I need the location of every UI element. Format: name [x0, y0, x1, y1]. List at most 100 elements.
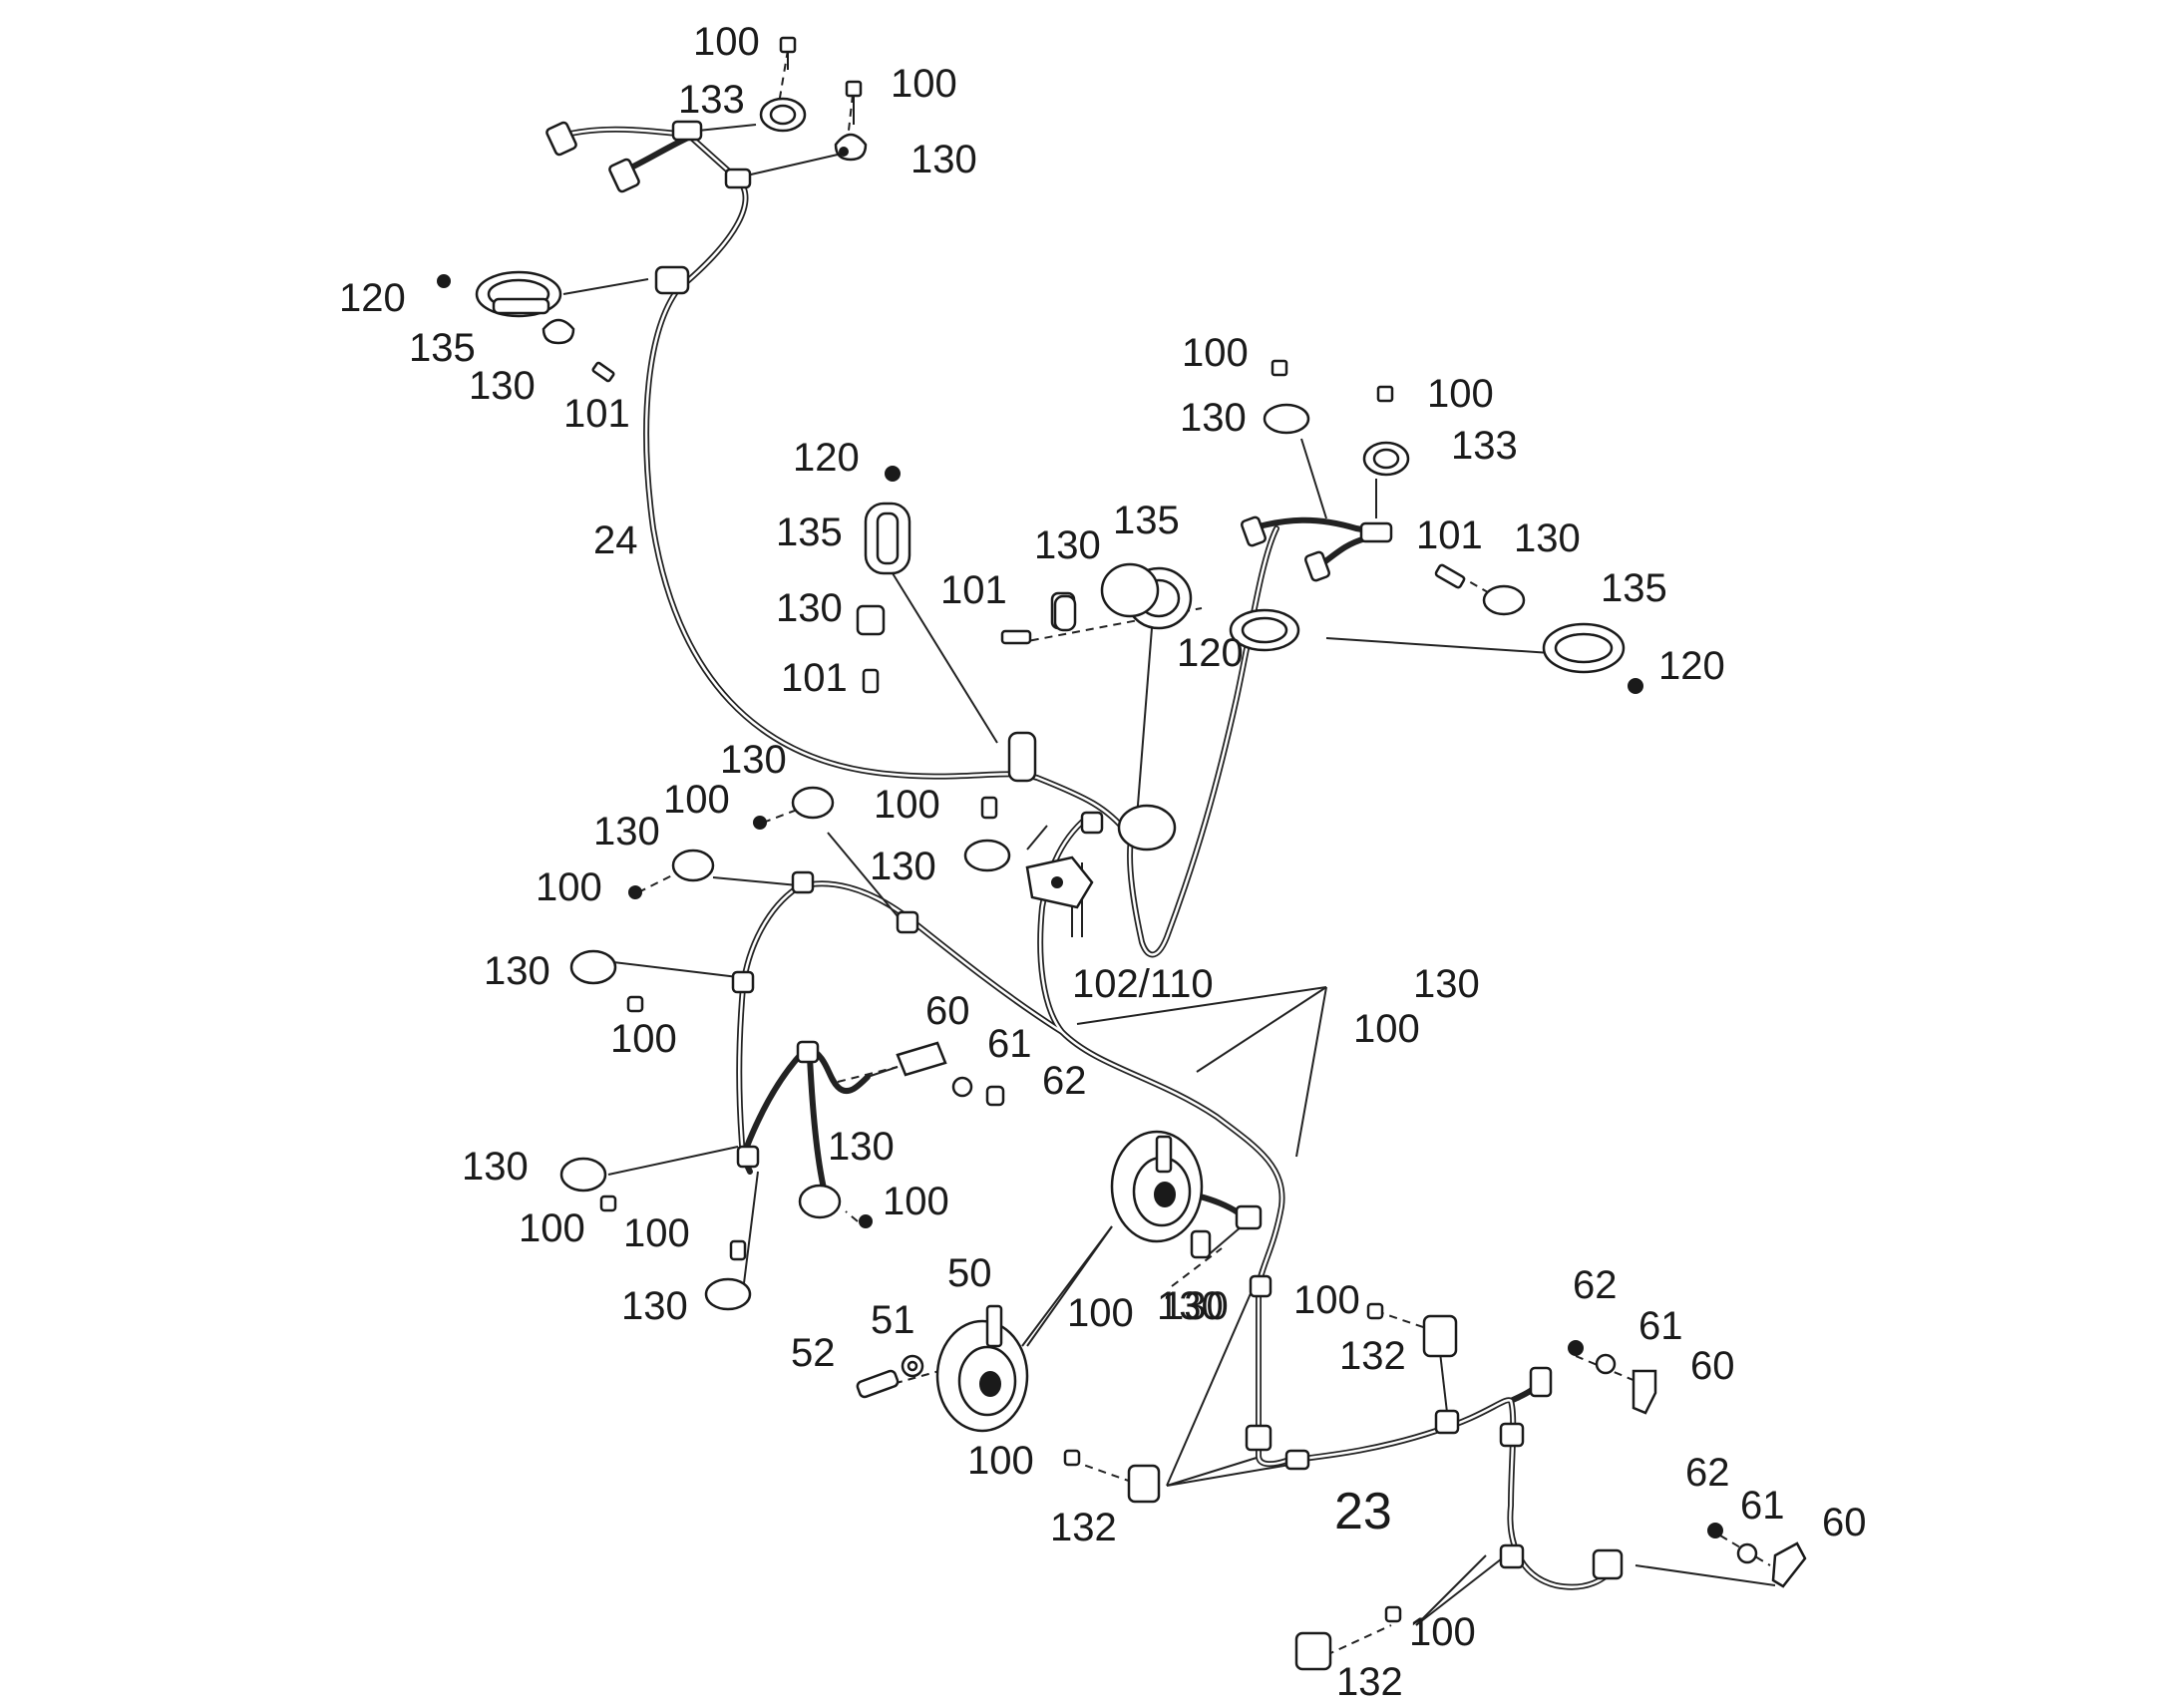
- p-clip-part: [1482, 584, 1526, 616]
- callout-label: 101: [781, 656, 848, 700]
- p-clip-part: [542, 318, 575, 345]
- bracket-part: [1025, 855, 1094, 909]
- callout-label: 130: [870, 845, 936, 888]
- callout-label: 100: [536, 865, 602, 909]
- callout-label: 62: [1685, 1451, 1730, 1495]
- callout-label: 100: [623, 1211, 690, 1255]
- clip-part: [1422, 1314, 1458, 1358]
- callout-label: 62: [1573, 1263, 1618, 1307]
- grommet-part: [759, 97, 807, 133]
- bolt-part: [591, 361, 615, 383]
- clip-part: [1294, 1631, 1332, 1671]
- callout-label: 100: [693, 20, 760, 64]
- clip-on-wire-part: [671, 120, 752, 189]
- nut-part: [1628, 678, 1643, 694]
- p-clip-part: [704, 1277, 752, 1311]
- callout-label: 135: [1113, 499, 1180, 542]
- callout-label: 100: [1409, 1610, 1476, 1654]
- callout-label: 135: [776, 511, 843, 554]
- assembly-label-23: 23: [1334, 1483, 1392, 1540]
- nut-part: [437, 274, 451, 288]
- callout-label: 120: [793, 436, 860, 480]
- bolt-part: [599, 1195, 617, 1212]
- grommet-part: [1362, 441, 1410, 477]
- clip-on-wire-part: [731, 870, 919, 1169]
- connector-part: [1240, 515, 1331, 582]
- callout-label: 130: [1180, 396, 1247, 440]
- bracket-part: [896, 1041, 947, 1077]
- clamp-part: [864, 502, 911, 575]
- connector-part: [545, 121, 640, 193]
- clip-on-wire-part: [1245, 1409, 1624, 1580]
- bolt-part: [1190, 1229, 1212, 1259]
- callout-label: 100: [1353, 1007, 1420, 1051]
- callout-label: 132: [1336, 1660, 1403, 1704]
- callout-label: 100: [891, 62, 957, 106]
- clip-parts: [437, 36, 1807, 1671]
- callout-label: 132: [1339, 1334, 1406, 1378]
- nut-part: [885, 466, 901, 482]
- callout-label: 61: [987, 1022, 1032, 1066]
- connector-part: [1529, 1366, 1553, 1398]
- clip-on-wire-part: [1007, 731, 1037, 783]
- bolt-part: [1434, 563, 1466, 589]
- p-clip-part: [671, 849, 715, 882]
- callout-label: 60: [1690, 1344, 1735, 1388]
- callout-label: 62: [1042, 1059, 1087, 1103]
- nut-part: [753, 816, 767, 830]
- callout-label: 61: [1740, 1484, 1785, 1528]
- bolt-part: [626, 995, 644, 1013]
- clip-on-wire-part: [1117, 804, 1177, 852]
- callout-label: 100: [610, 1017, 677, 1061]
- nut-part: [1568, 1340, 1584, 1356]
- clip-part: [1127, 1464, 1161, 1504]
- callout-label: 100: [1427, 372, 1494, 416]
- bolt-part: [985, 1085, 1005, 1107]
- p-clip-part: [798, 1184, 842, 1219]
- callout-label: 130: [621, 1284, 688, 1328]
- washer-part: [901, 1354, 924, 1378]
- p-clip-part: [856, 604, 886, 636]
- bolt-part: [1063, 1449, 1081, 1467]
- callout-label: 130: [720, 738, 787, 782]
- callout-label: 133: [678, 78, 745, 122]
- callout-label: 130: [1157, 1284, 1224, 1328]
- callout-label: 60: [925, 989, 970, 1033]
- clip-on-wire-part: [1235, 1204, 1272, 1298]
- clamp-part: [1229, 608, 1300, 652]
- callout-label: 130: [484, 949, 550, 993]
- clamp-part: [1542, 622, 1626, 674]
- clip-on-wire-part: [1080, 811, 1104, 835]
- bolt-part: [1384, 1605, 1402, 1623]
- callout-label: 130: [469, 364, 536, 408]
- washer-part: [951, 1076, 973, 1098]
- p-clip-part: [1263, 403, 1310, 435]
- leader-lines: [562, 49, 1776, 1656]
- spring-part: [1053, 594, 1077, 632]
- callout-label: 100: [1182, 331, 1249, 375]
- callout-label: 102/110: [1072, 962, 1214, 1006]
- callout-label: 50: [947, 1251, 992, 1295]
- callout-label: 100: [1293, 1278, 1360, 1322]
- callout-label: 132: [1050, 1506, 1117, 1549]
- nut-part: [859, 1214, 873, 1228]
- callout-label: 130: [1034, 523, 1101, 567]
- bolt-part: [845, 80, 863, 125]
- callout-label: 130: [593, 810, 660, 854]
- callout-label: 120: [1658, 644, 1725, 688]
- washer-part: [1595, 1353, 1617, 1375]
- callout-label: 130: [1162, 1284, 1229, 1328]
- clamp-part: [475, 270, 562, 318]
- horn-part: [1110, 1130, 1204, 1243]
- wire-harness-paths: [550, 126, 1619, 1590]
- p-clip-part: [559, 1157, 607, 1193]
- bolt-part: [1366, 1302, 1384, 1320]
- p-clip-part: [569, 949, 617, 985]
- callout-label: 101: [1416, 513, 1483, 557]
- callout-label: 100: [874, 783, 940, 827]
- callout-label: 130: [828, 1125, 895, 1169]
- clip-on-wire-part: [654, 265, 690, 295]
- callout-label: 130: [1514, 516, 1581, 560]
- callout-label: 120: [339, 276, 406, 320]
